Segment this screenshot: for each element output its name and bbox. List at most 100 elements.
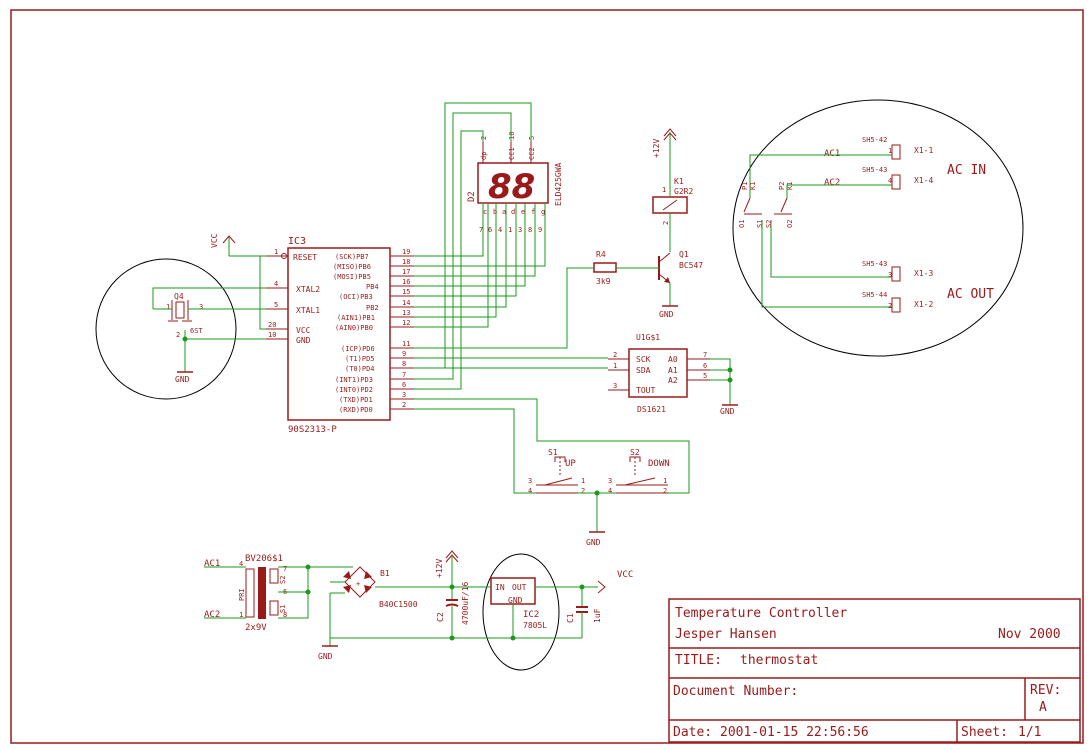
reg-gnd-label: GND — [508, 596, 523, 605]
sheet-frame — [10, 9, 1084, 744]
mcu-pin-num: 2 — [402, 401, 406, 409]
mcu-pin-num: 15 — [402, 288, 410, 296]
ac2-input-label: AC2 — [204, 610, 220, 620]
connector-label: X1-3 — [914, 269, 933, 278]
cap1-ref: C1 — [566, 613, 575, 623]
mcu-pin-num: 19 — [402, 248, 410, 256]
mcu-pin-num: 8 — [402, 360, 406, 368]
mcu-ref: IC3 — [288, 236, 306, 247]
power-gnd-label: GND — [318, 652, 333, 661]
contact-label: P2 — [778, 182, 786, 190]
mcu-pin-label: (OCI)PB3 — [339, 293, 373, 301]
crystal-q4: Q4 1 3 2 6ST — [166, 292, 203, 339]
mcu-pin-num: 11 — [402, 340, 410, 348]
mcu-pin-num: 3 — [402, 391, 406, 399]
title-value: thermostat — [740, 653, 818, 668]
switch-pin-num: 2 — [663, 487, 667, 495]
mcu-pin-label: (SCK)PB7 — [335, 253, 369, 261]
ac1-net-label: AC1 — [824, 149, 840, 159]
display-digits: 88 — [488, 167, 535, 207]
mcu-pin-num: 12 — [402, 319, 410, 327]
reg-out-label: OUT — [512, 583, 527, 592]
mcu-pin-num: 7 — [402, 371, 406, 379]
switch-s2-down[interactable]: S2 DOWN 3 4 1 2 — [608, 448, 670, 495]
display-seg-letter: f — [531, 208, 535, 216]
connector-label: X1-2 — [914, 300, 933, 309]
transformer-label: S2 — [279, 576, 287, 584]
mcu-pin-label: (RXD)PD0 — [339, 406, 373, 414]
mcu-pin-num: 20 — [268, 321, 276, 329]
reg-part: 7805L — [523, 621, 547, 630]
connector-sheet-ref: SH5-43 — [862, 260, 887, 268]
cap2-value: 4700uF/16 — [461, 581, 470, 625]
mcu-pin-num: 14 — [402, 299, 410, 307]
display-seg-letter: g — [541, 208, 545, 216]
transistor-ref: Q1 — [679, 250, 689, 259]
ac1-input-label: AC1 — [204, 559, 220, 569]
transformer-sub: 2x9V — [245, 623, 267, 633]
transformer-pin: 4 — [239, 560, 243, 568]
title-label: TITLE: — [675, 653, 722, 668]
display-pin-num: 3 — [518, 226, 522, 234]
mcu-right-pins: (SCK)PB7 (MISO)PB6 (MOSI)PB5 PB4 (OCI)PB… — [333, 248, 414, 414]
display-seg-letter: b — [493, 208, 497, 216]
power-supply: AC1 AC2 BV206$1 2x9V 4 1 7 6 8 PRI S2 S1… — [204, 550, 633, 661]
mcu-body — [287, 247, 391, 421]
wire-pd1-s2 — [414, 398, 690, 494]
date-value: 2001-01-15 22:56:56 — [720, 725, 869, 740]
sensor-part: DS1621 — [637, 405, 666, 414]
reg-in-label: IN — [495, 583, 505, 592]
transformer-label: PRI — [238, 588, 246, 601]
contact-label: K1 — [749, 182, 757, 190]
relay-ref: K1 — [674, 177, 684, 186]
mcu-pin-label: (MOSI)PB5 — [333, 273, 371, 281]
mcu-pin-num: 18 — [402, 258, 410, 266]
crystal-pin-num: 2 — [176, 331, 180, 339]
display-pin-num: 7 — [479, 226, 483, 234]
connector-label: X1-4 — [914, 176, 933, 185]
mcu-pin-num: 1 — [274, 248, 278, 256]
connector-pin-num: 3 — [888, 271, 892, 279]
resistor-r4: R4 3k9 — [593, 250, 617, 286]
connector-sheet-ref: SH5-44 — [862, 291, 887, 299]
transistor-gnd-label: GND — [659, 310, 674, 319]
document-number-label: Document Number: — [673, 684, 798, 699]
rev-value: A — [1039, 700, 1047, 715]
mcu-pin-label: (T1)PD5 — [345, 355, 375, 363]
transformer-pin: 8 — [283, 611, 287, 619]
title-block: Temperature Controller Jesper Hansen Nov… — [668, 598, 1081, 743]
display-seg-letter: c — [483, 208, 487, 216]
switch-s2-label: DOWN — [648, 459, 670, 469]
temperature-sensor-ds1621: U1G$1 DS1621 SCK SDA TOUT A0 A1 A2 2 1 3… — [608, 333, 710, 414]
transistor-part: BC547 — [679, 261, 703, 270]
resistor-ref: R4 — [596, 250, 606, 259]
display-pin-num: 1 — [508, 226, 512, 234]
sensor-pin-label: A1 — [668, 366, 678, 375]
mcu-pin-label: PB2 — [366, 304, 379, 312]
switch-s1-ref: S1 — [548, 448, 558, 457]
svg-text:+: + — [356, 580, 360, 588]
display-top-label: 2 — [480, 136, 488, 140]
sensor-pin-label: SDA — [636, 366, 651, 375]
power-plus12-label: +12V — [435, 559, 444, 578]
wire-vcc-pin20 — [259, 256, 266, 330]
sensor-pin-label: A0 — [668, 355, 678, 364]
relay-contacts: AC1 AC2 P1 K1 P2 K1 O1 S1 S2 O2 — [738, 149, 892, 308]
switch-s1-up[interactable]: S1 UP 3 4 1 2 — [528, 448, 585, 495]
mcu-pin-label: GND — [296, 336, 311, 345]
crystal-pin-num: 3 — [199, 303, 203, 311]
switch-s1-label: UP — [565, 459, 576, 469]
sensor-pin-label: SCK — [636, 355, 651, 364]
crystal-ref: Q4 — [174, 292, 184, 301]
switch-s2-ref: S2 — [630, 448, 640, 457]
display-top-label: CC1 — [508, 147, 516, 160]
transistor-q1: Q1 BC547 — [658, 250, 703, 284]
sensor-pin-num: 5 — [703, 372, 707, 380]
display-bottom-pins: c b a d e f g 7 6 4 1 3 8 9 — [479, 208, 545, 234]
transformer-ref: BV206$1 — [245, 554, 283, 564]
display-top-label: dp — [480, 152, 488, 160]
sensor-pin-num: 7 — [703, 351, 707, 359]
display-seg-letter: a — [502, 208, 506, 216]
mcu-pin-label: (INT0)PD2 — [335, 386, 373, 394]
